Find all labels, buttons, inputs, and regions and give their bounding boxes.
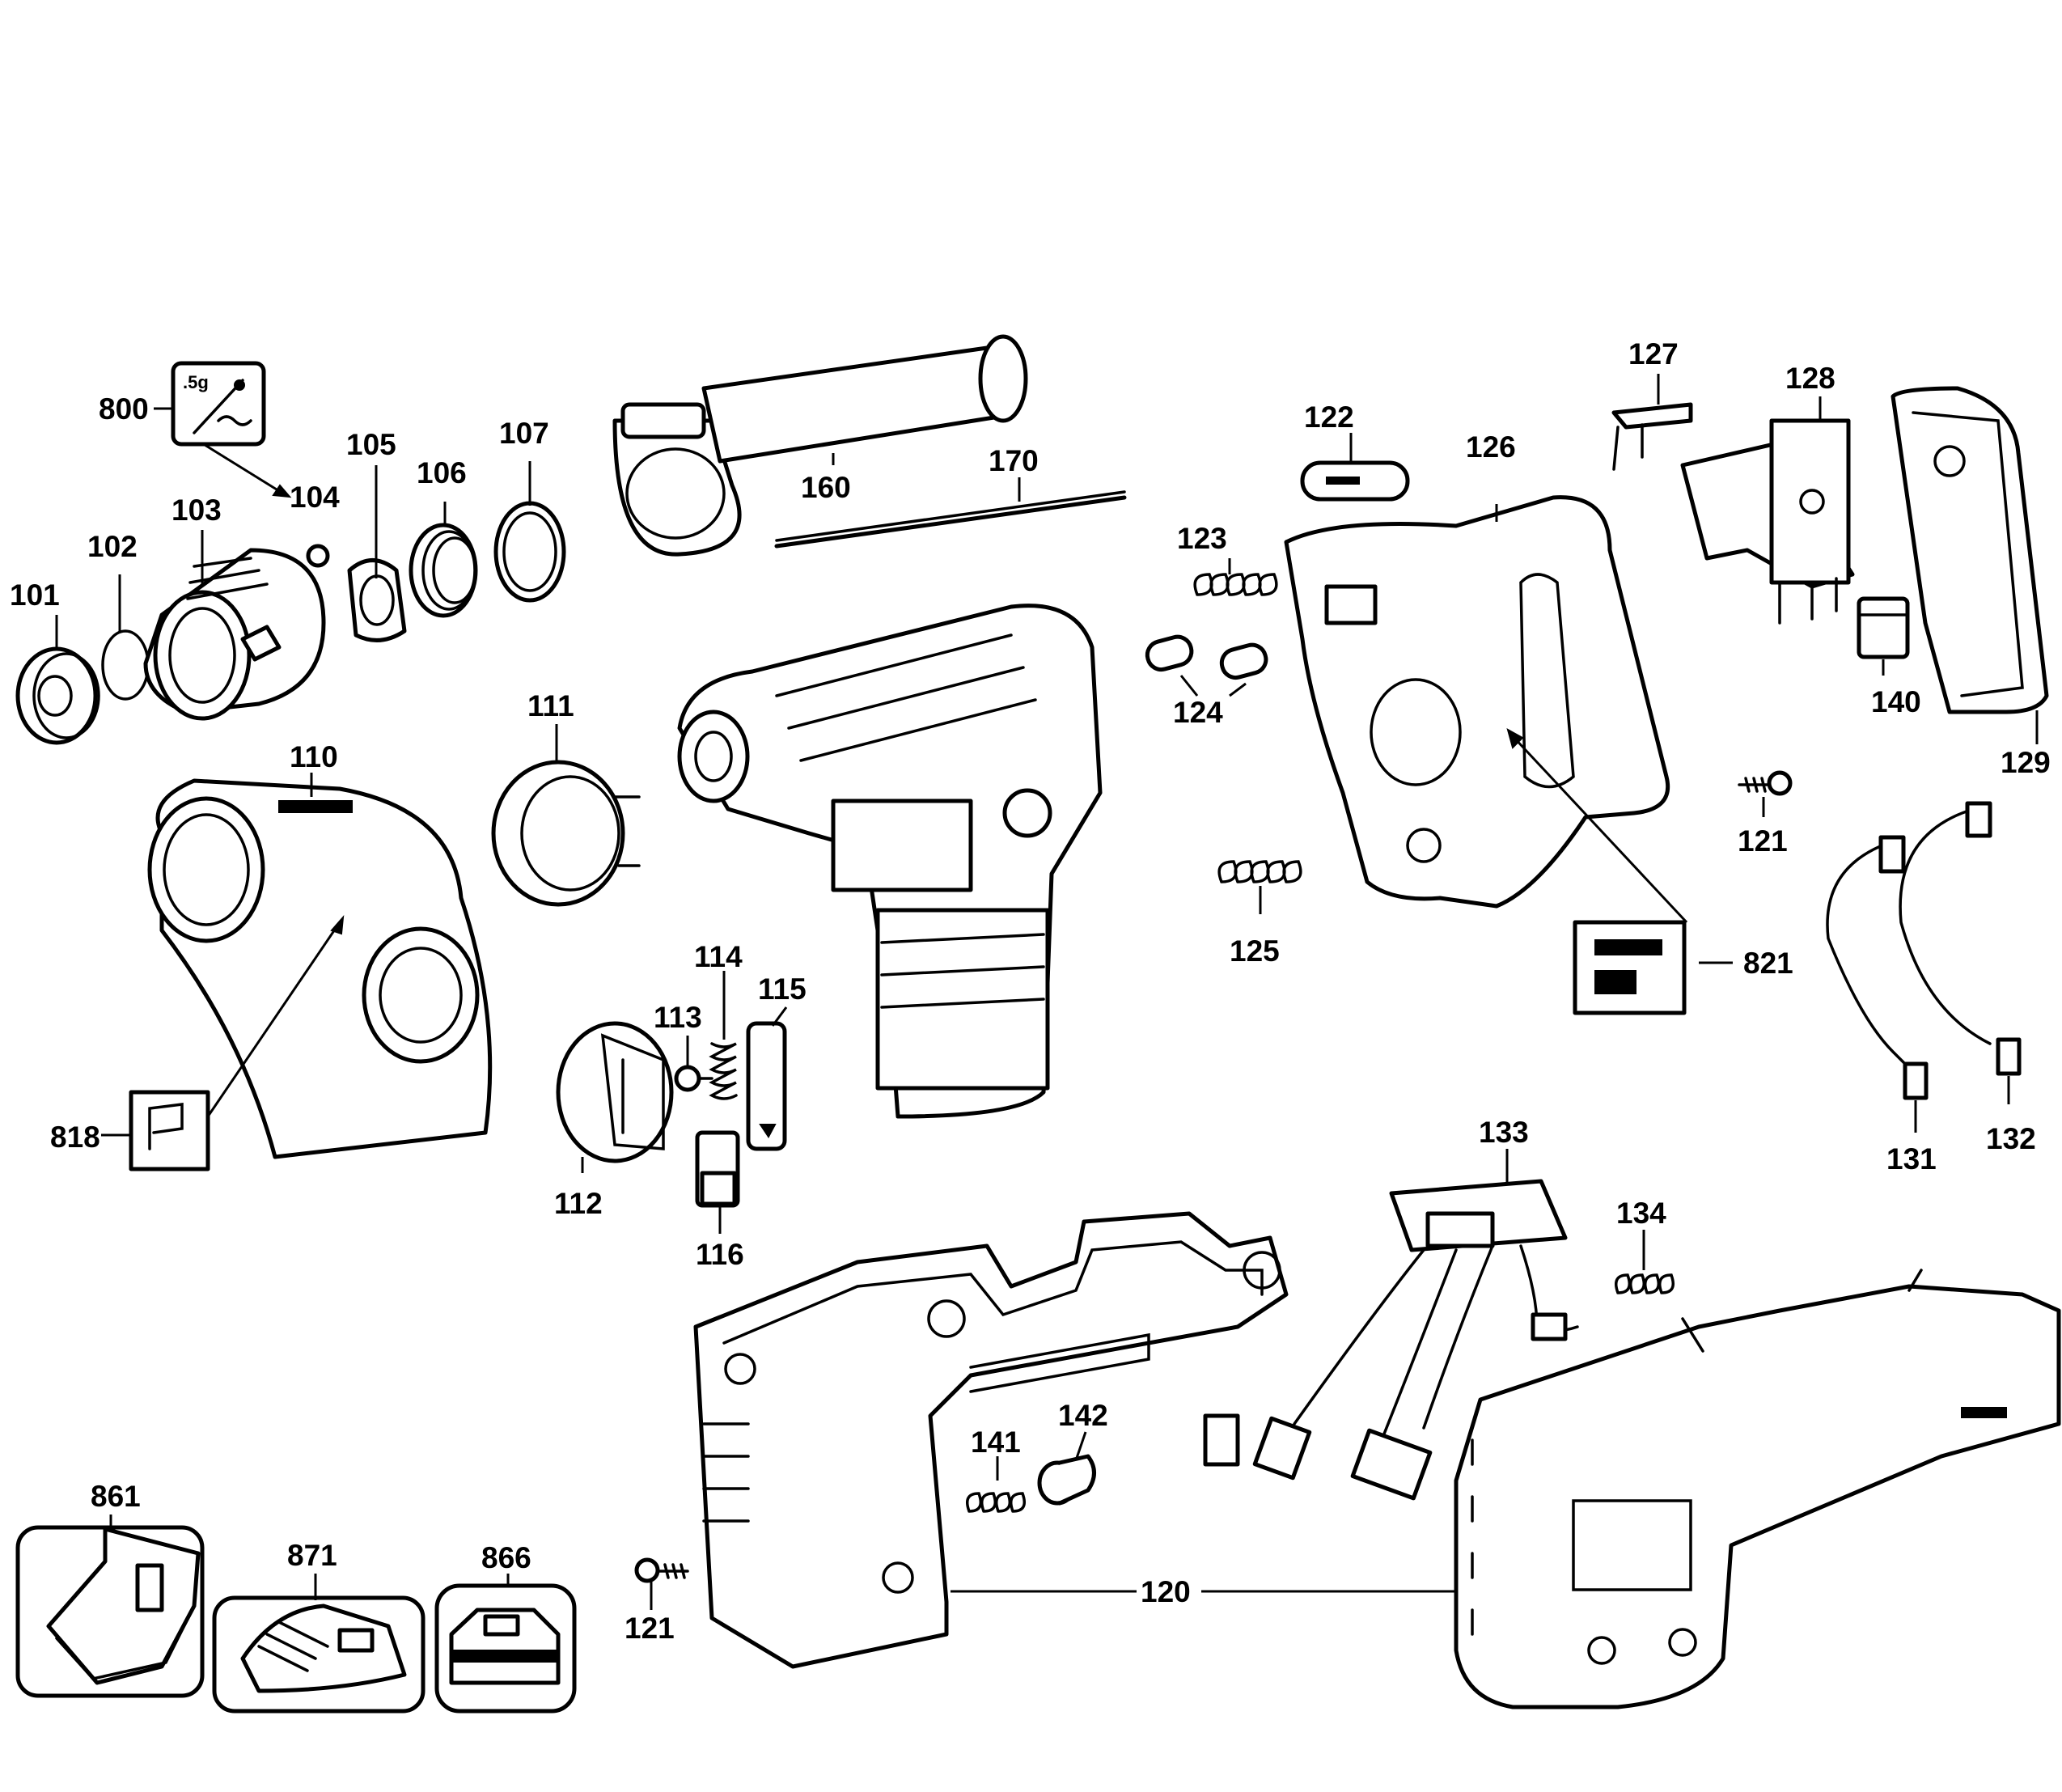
motor-transmission-assembly [677, 604, 1103, 1119]
label-121-bottom: 121 [625, 1612, 675, 1645]
part-121-screw-top [1738, 770, 1793, 796]
part-number-labels: 101 102 103 104 105 106 107 110 111 112 … [10, 337, 2051, 1645]
label-141: 141 [971, 1426, 1021, 1459]
label-114: 114 [694, 940, 743, 973]
label-104: 104 [290, 481, 340, 514]
label-131: 131 [1886, 1142, 1937, 1176]
label-170: 170 [989, 444, 1039, 477]
label-160: 160 [801, 471, 851, 504]
label-125: 125 [1230, 934, 1280, 968]
part-861-kit-box [15, 1525, 205, 1698]
part-866-battery [434, 1583, 577, 1714]
part-170-depth-rod [774, 490, 1127, 549]
part-133-control-module [1203, 1179, 1579, 1501]
part-115-slide [746, 1021, 787, 1151]
label-110: 110 [290, 740, 338, 773]
part-123-spring [1193, 573, 1278, 596]
label-115: 115 [758, 972, 807, 1006]
label-124: 124 [1173, 696, 1223, 729]
part-112-selector-knob [556, 1021, 674, 1163]
part-102-ring [101, 629, 150, 701]
label-120: 120 [1141, 1575, 1191, 1608]
part-134-spring [1615, 1273, 1675, 1294]
part-114-spring [709, 971, 738, 1100]
label-122: 122 [1304, 400, 1354, 434]
part-128-trigger-switch [1680, 418, 1855, 625]
label-116: 116 [696, 1238, 744, 1271]
label-140: 140 [1871, 685, 1921, 718]
label-107: 107 [499, 417, 549, 450]
label-101: 101 [10, 578, 60, 612]
part-120-housing-right-half [1201, 1269, 2061, 1709]
part-125-spring [1217, 860, 1302, 883]
label-800: 800 [99, 392, 149, 426]
part-132-wire [1899, 801, 2022, 1104]
part-104-ball [306, 544, 330, 568]
label-128: 128 [1785, 362, 1835, 395]
label-103: 103 [171, 494, 222, 527]
leader-lines [55, 374, 1885, 1610]
label-102: 102 [87, 530, 138, 563]
part-120-housing-left-half [693, 1211, 1289, 1669]
label-818: 818 [50, 1121, 100, 1154]
grease-amount-note: .5g [183, 372, 209, 392]
part-107-washer [493, 501, 566, 603]
label-142: 142 [1058, 1399, 1108, 1432]
label-113: 113 [654, 1001, 702, 1034]
part-113-pin [674, 1065, 713, 1092]
part-111-ring [491, 760, 641, 907]
part-121-screw-bottom [634, 1557, 689, 1583]
part-142-bushing [1037, 1454, 1096, 1506]
label-105: 105 [346, 428, 396, 461]
part-116-actuator [695, 1130, 740, 1234]
label-132: 132 [1986, 1122, 2036, 1155]
part-871-charger [212, 1595, 426, 1714]
label-106: 106 [417, 456, 467, 489]
label-871: 871 [287, 1539, 337, 1572]
part-103-collar [143, 548, 326, 721]
label-134: 134 [1616, 1197, 1666, 1230]
part-106-sleeve [409, 523, 478, 618]
part-124-bumpers [1145, 634, 1268, 697]
label-111: 111 [527, 689, 574, 722]
label-133: 133 [1479, 1116, 1529, 1149]
part-126-rear-housing [1284, 495, 1670, 909]
part-127-contact [1611, 402, 1693, 471]
part-101-front-cap [15, 646, 100, 745]
label-112: 112 [554, 1187, 603, 1220]
part-129-handle-cover [1891, 386, 2049, 744]
label-126: 126 [1466, 430, 1516, 464]
label-121-top: 121 [1738, 824, 1788, 858]
part-131-wire [1826, 835, 1929, 1133]
part-141-spring [966, 1492, 1026, 1513]
part-818-label [129, 914, 345, 1171]
label-127: 127 [1628, 337, 1679, 371]
label-821: 821 [1743, 947, 1793, 980]
part-110-gear-case [147, 778, 493, 1159]
part-160-side-handle [612, 334, 1028, 557]
label-123: 123 [1177, 522, 1227, 555]
part-800-grease-kit: .5g [154, 361, 292, 498]
label-861: 861 [91, 1480, 141, 1513]
label-129: 129 [2001, 746, 2051, 779]
part-140-pad [1857, 596, 1910, 659]
part-821-nameplate [1506, 727, 1733, 1015]
part-122-label-pad [1300, 460, 1410, 502]
label-866: 866 [481, 1541, 531, 1574]
